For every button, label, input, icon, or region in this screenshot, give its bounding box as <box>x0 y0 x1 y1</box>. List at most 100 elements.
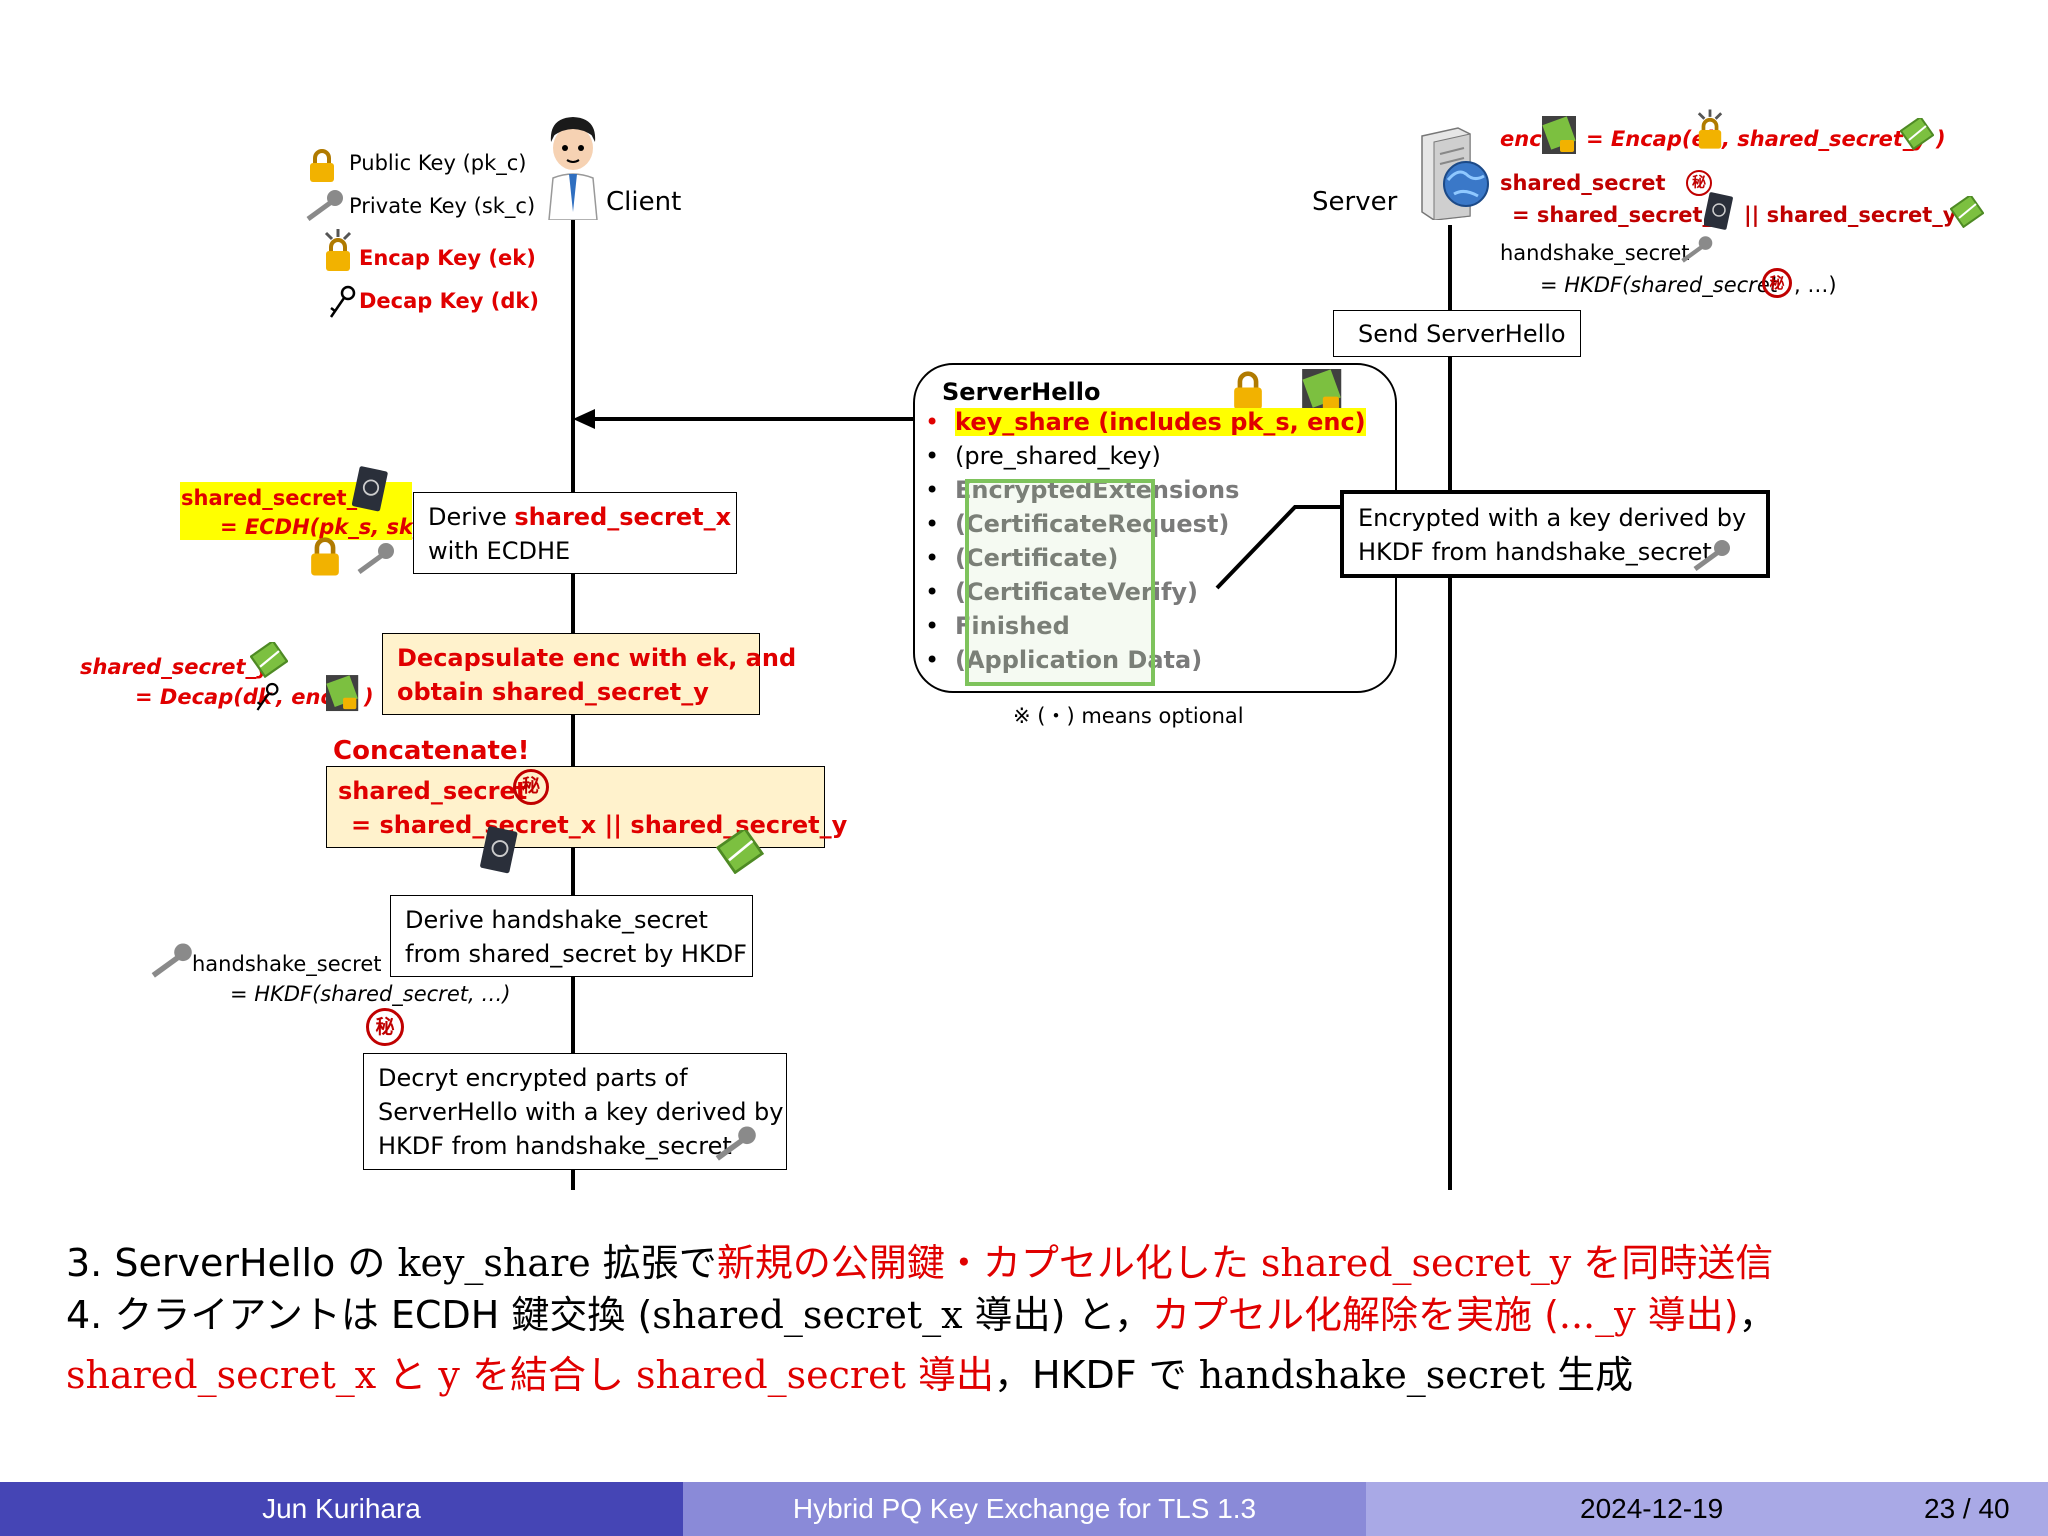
bullet-4-continued: shared_secret_x と y を結合し shared_secret 導… <box>66 1344 1633 1399</box>
green-secret-icon <box>250 642 288 678</box>
server-ss-eq-b: || shared_secret_y <box>1744 203 1957 227</box>
server-ss-label: shared_secret <box>1500 171 1666 195</box>
list-item: (pre_shared_key) <box>915 439 1395 473</box>
key-icon <box>306 190 343 221</box>
secret-seal-icon: 秘 <box>513 769 549 805</box>
bullet-code: handshake_secret <box>1198 1353 1546 1397</box>
concat-box: shared_secret 秘 = shared_secret_x || sha… <box>326 766 847 848</box>
bullet-text: ServerHello の <box>114 1241 398 1285</box>
padlock-icon <box>1234 371 1262 410</box>
bullet-red-text: カプセル化解除を実施 ( <box>1151 1293 1559 1337</box>
decap-label-c: , enc <box>276 685 333 709</box>
concatenate-title: Concatenate! <box>333 736 530 766</box>
bullet-code: key_share <box>397 1241 591 1285</box>
client-hs-label: handshake_secret <box>192 952 382 976</box>
bullet-red-code: shared_secret_x <box>66 1353 377 1397</box>
padlock-icon <box>310 149 334 182</box>
ciphertext-icon <box>1542 116 1576 154</box>
key-icon <box>151 943 192 978</box>
decrypt-line3: HKDF from handshake_secret <box>378 1132 732 1160</box>
decap-key-icon <box>256 682 279 711</box>
certificate-request-item: (CertificateRequest) <box>955 510 1230 538</box>
passport-icon <box>1704 192 1733 230</box>
secret-seal-icon: 秘 <box>366 1008 404 1046</box>
key-share-item: key_share (includes pk_s, enc) <box>955 408 1366 436</box>
bullet-text: 生成 <box>1545 1353 1634 1397</box>
pre-shared-key-item: (pre_shared_key) <box>955 442 1161 470</box>
decap-key-icon <box>329 285 356 318</box>
footer-date: 2024-12-19 <box>1580 1493 1724 1524</box>
decrypt-line1: Decryt encrypted parts of <box>378 1064 688 1092</box>
decap-box-line1: Decapsulate enc with ek, and <box>397 644 797 672</box>
list-item: Finished <box>915 609 1395 643</box>
derive-x-prefix: Derive <box>428 503 515 531</box>
bullet-red-code: ..._y <box>1558 1293 1636 1337</box>
optional-note: ※ (・) means optional <box>1013 704 1244 728</box>
ciphertext-icon <box>326 675 359 712</box>
passport-icon <box>352 466 388 512</box>
legend-public-key: Public Key (pk_c) <box>349 151 527 175</box>
server-hs-tail: , …) <box>1794 273 1837 297</box>
server-enc-eq: = Encap(ek <box>1586 127 1720 151</box>
decap-label-d: ) <box>364 685 374 709</box>
bullet-text: クライアントは ECDH 鍵交換 ( <box>114 1293 653 1337</box>
server-label: Server <box>1312 187 1398 217</box>
derive-hs-line2: from shared_secret by HKDF <box>405 940 747 968</box>
bullet-red-code: shared_secret <box>636 1353 906 1397</box>
legend-encap-key: Encap Key (ek) <box>359 246 536 270</box>
encrypted-note-line1: Encrypted with a key derived by <box>1358 504 1747 532</box>
server-enc-label: enc <box>1500 127 1542 151</box>
bullet-code: shared_secret_x <box>652 1293 963 1337</box>
legend-private-key: Private Key (sk_c) <box>349 194 536 218</box>
bullet-text: 拡張で <box>590 1241 717 1285</box>
concat-line2: = shared_secret_x || shared_secret_y <box>351 811 848 839</box>
bullet-red-text: を同時送信 <box>1571 1241 1774 1285</box>
bullet-3: 3. ServerHello の key_share 拡張で新規の公開鍵・カプセ… <box>66 1232 1773 1287</box>
server-enc-eq-tail: , shared_secret_y <box>1722 127 1928 151</box>
encrypted-group-frame <box>965 479 1155 686</box>
bullet-red-text: 新規の公開鍵・カプセル化した <box>716 1241 1261 1285</box>
server-hs-label: handshake_secret <box>1500 241 1690 265</box>
derive-x-line1: Derive shared_secret_x <box>428 503 731 531</box>
bullet-number: 4. <box>66 1293 103 1337</box>
encrypted-note-box: Encrypted with a key derived by HKDF fro… <box>1340 490 1770 578</box>
list-item: (Certificate) <box>915 541 1395 575</box>
concat-line1: shared_secret <box>338 777 528 805</box>
send-serverhello-box: Send ServerHello <box>1333 310 1581 357</box>
serverhello-extension-list: key_share (includes pk_s, enc) (pre_shar… <box>915 405 1395 677</box>
bullet-4: 4. クライアントは ECDH 鍵交換 (shared_secret_x 導出)… <box>66 1284 1777 1339</box>
bullet-red-code: shared_secret_y <box>1260 1241 1572 1285</box>
bullet-text: ，HKDF で <box>993 1353 1199 1397</box>
list-item: (Application Data) <box>915 643 1395 677</box>
list-item: (CertificateRequest) <box>915 507 1395 541</box>
ecdh-label-a: shared_secret_x <box>181 486 371 510</box>
bullet-number: 3. <box>66 1241 103 1285</box>
encrypted-note-line2: HKDF from handshake_secret <box>1358 538 1712 566</box>
green-secret-icon <box>1950 196 1984 228</box>
client-label: Client <box>606 187 682 217</box>
footer-page-number: 23 / 40 <box>1924 1493 2010 1524</box>
bullet-red-text: を結合し <box>459 1353 637 1397</box>
client-hs-eq: = HKDF(shared_secret, …) <box>230 982 511 1006</box>
certificate-verify-item: (CertificateVerify) <box>955 578 1199 606</box>
footer-date-section: 2024-12-19 23 / 40 <box>1366 1482 2048 1536</box>
arrow-head-icon <box>573 409 595 429</box>
legend: Public Key (pk_c) Private Key (sk_c) Enc… <box>305 145 545 325</box>
padlock-icon <box>311 537 339 576</box>
callout-line <box>1215 505 1340 590</box>
server-icon <box>1421 127 1489 220</box>
serverhello-title: ServerHello <box>942 378 1101 406</box>
encap-lock-icon <box>1697 109 1723 149</box>
key-icon <box>1681 236 1713 263</box>
derive-x-line2: with ECDHE <box>428 537 571 565</box>
list-item: (CertificateVerify) <box>915 575 1395 609</box>
encap-lock-icon <box>324 229 352 271</box>
passport-icon <box>480 826 518 874</box>
server-lifeline <box>1448 225 1452 1190</box>
serverhello-arrow <box>590 417 914 421</box>
decap-label-a: shared_secret_y <box>80 655 270 679</box>
key-icon <box>715 1126 756 1161</box>
bullet-red-text: 導出) <box>1635 1293 1739 1337</box>
decap-box-line2: obtain shared_secret_y <box>397 678 709 706</box>
serverhello-message: ServerHello key_share (includes pk_s, en… <box>913 363 1397 693</box>
